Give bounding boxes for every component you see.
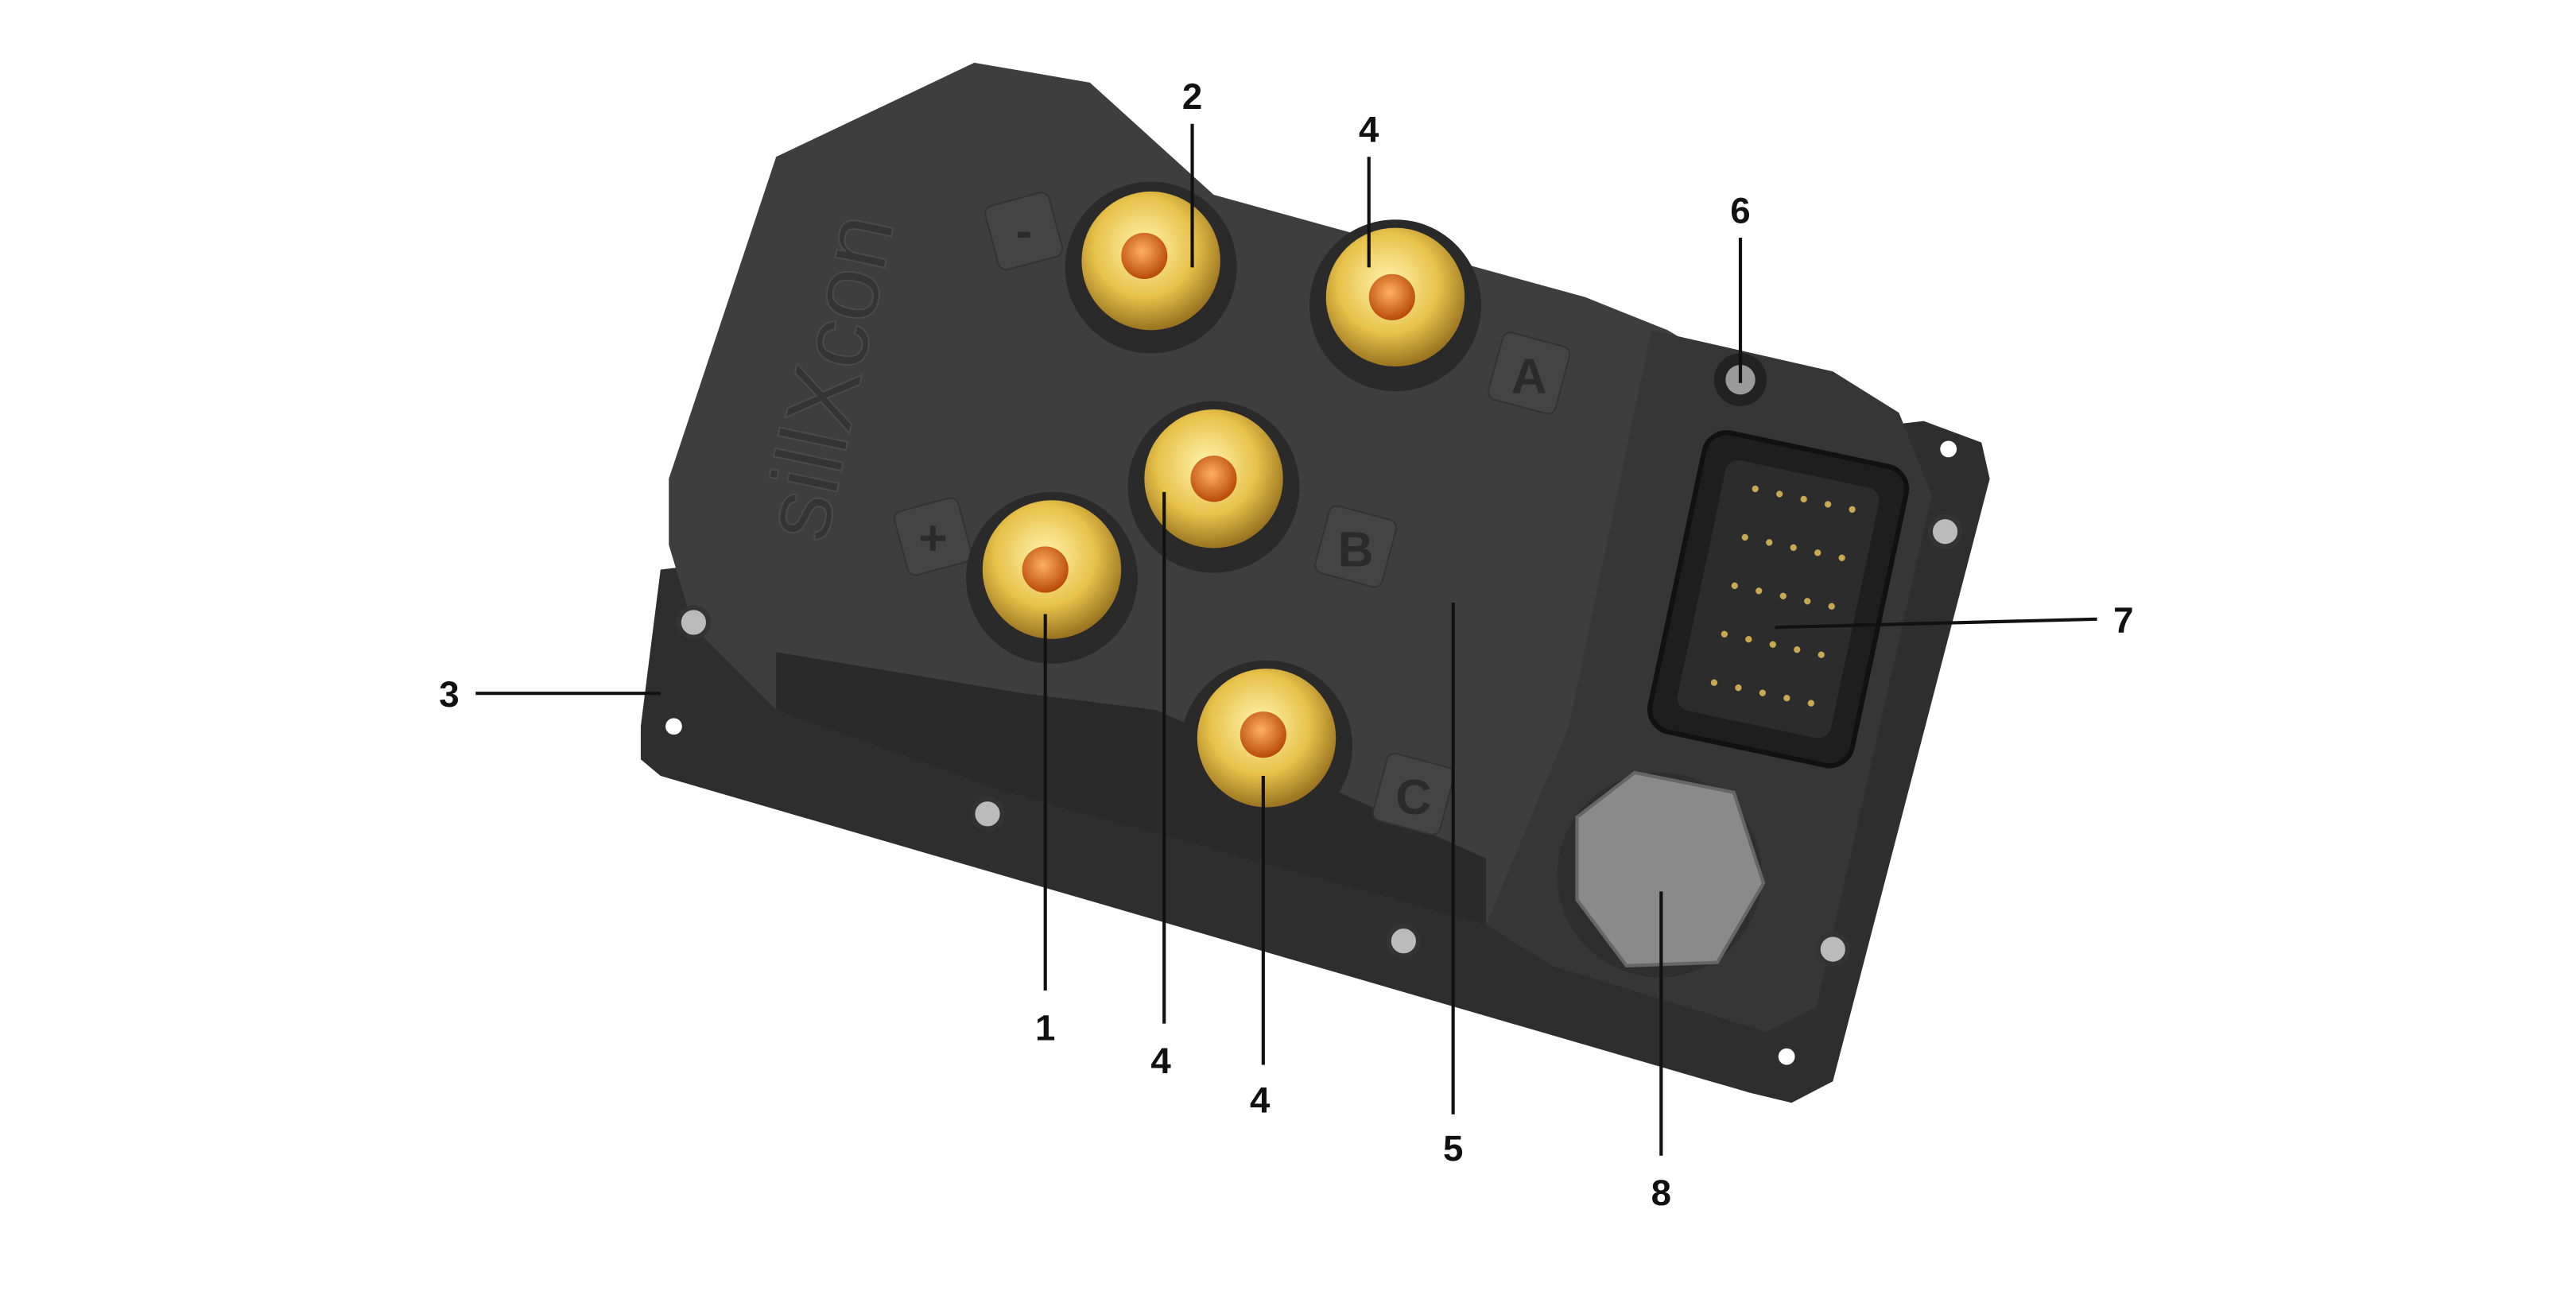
callout-4-top: 4 [1359, 110, 1379, 268]
callout-7: 7 [1775, 599, 2134, 640]
terminal-label-plus: + [893, 497, 973, 576]
terminal-c [1181, 660, 1352, 832]
terminal-a [1309, 219, 1481, 392]
svg-text:4: 4 [1150, 1041, 1171, 1081]
callout-4-middle: 4 [1150, 491, 1171, 1081]
callout-3: 3 [439, 674, 661, 715]
callout-1: 1 [1035, 614, 1055, 1048]
svg-text:B: B [1338, 522, 1374, 577]
callout-8: 8 [1651, 891, 1671, 1213]
svg-text:+: + [918, 511, 947, 566]
terminal-b [1127, 401, 1300, 573]
svg-text:8: 8 [1651, 1173, 1671, 1213]
mounting-holes [665, 440, 1957, 1065]
callout-2: 2 [1182, 76, 1202, 268]
svg-text:6: 6 [1730, 190, 1750, 231]
svg-text:C: C [1395, 770, 1431, 825]
terminal-plus [966, 491, 1139, 664]
terminal-label-b: B [1314, 505, 1398, 588]
svg-text:5: 5 [1443, 1128, 1463, 1169]
svg-text:1: 1 [1035, 1007, 1055, 1048]
svg-text:-: - [1015, 204, 1032, 259]
svg-text:4: 4 [1359, 110, 1379, 150]
terminal-label-minus: - [984, 192, 1064, 271]
callout-4-bottom: 4 [1250, 776, 1271, 1121]
hex-cap [1557, 770, 1766, 978]
housing-step [776, 652, 1487, 925]
terminal-label-c: C [1371, 752, 1455, 836]
callout-6: 6 [1730, 190, 1751, 383]
svg-text:3: 3 [439, 674, 459, 715]
terminal-label-a: A [1488, 331, 1571, 415]
signal-connector [1647, 430, 1910, 769]
svg-text:2: 2 [1182, 76, 1202, 117]
svg-text:A: A [1511, 349, 1547, 404]
callout-5: 5 [1443, 603, 1463, 1169]
svg-text:7: 7 [2113, 599, 2133, 640]
terminal-minus [1065, 181, 1237, 354]
mounting-screws [676, 514, 1963, 967]
svg-text:4: 4 [1250, 1080, 1271, 1121]
